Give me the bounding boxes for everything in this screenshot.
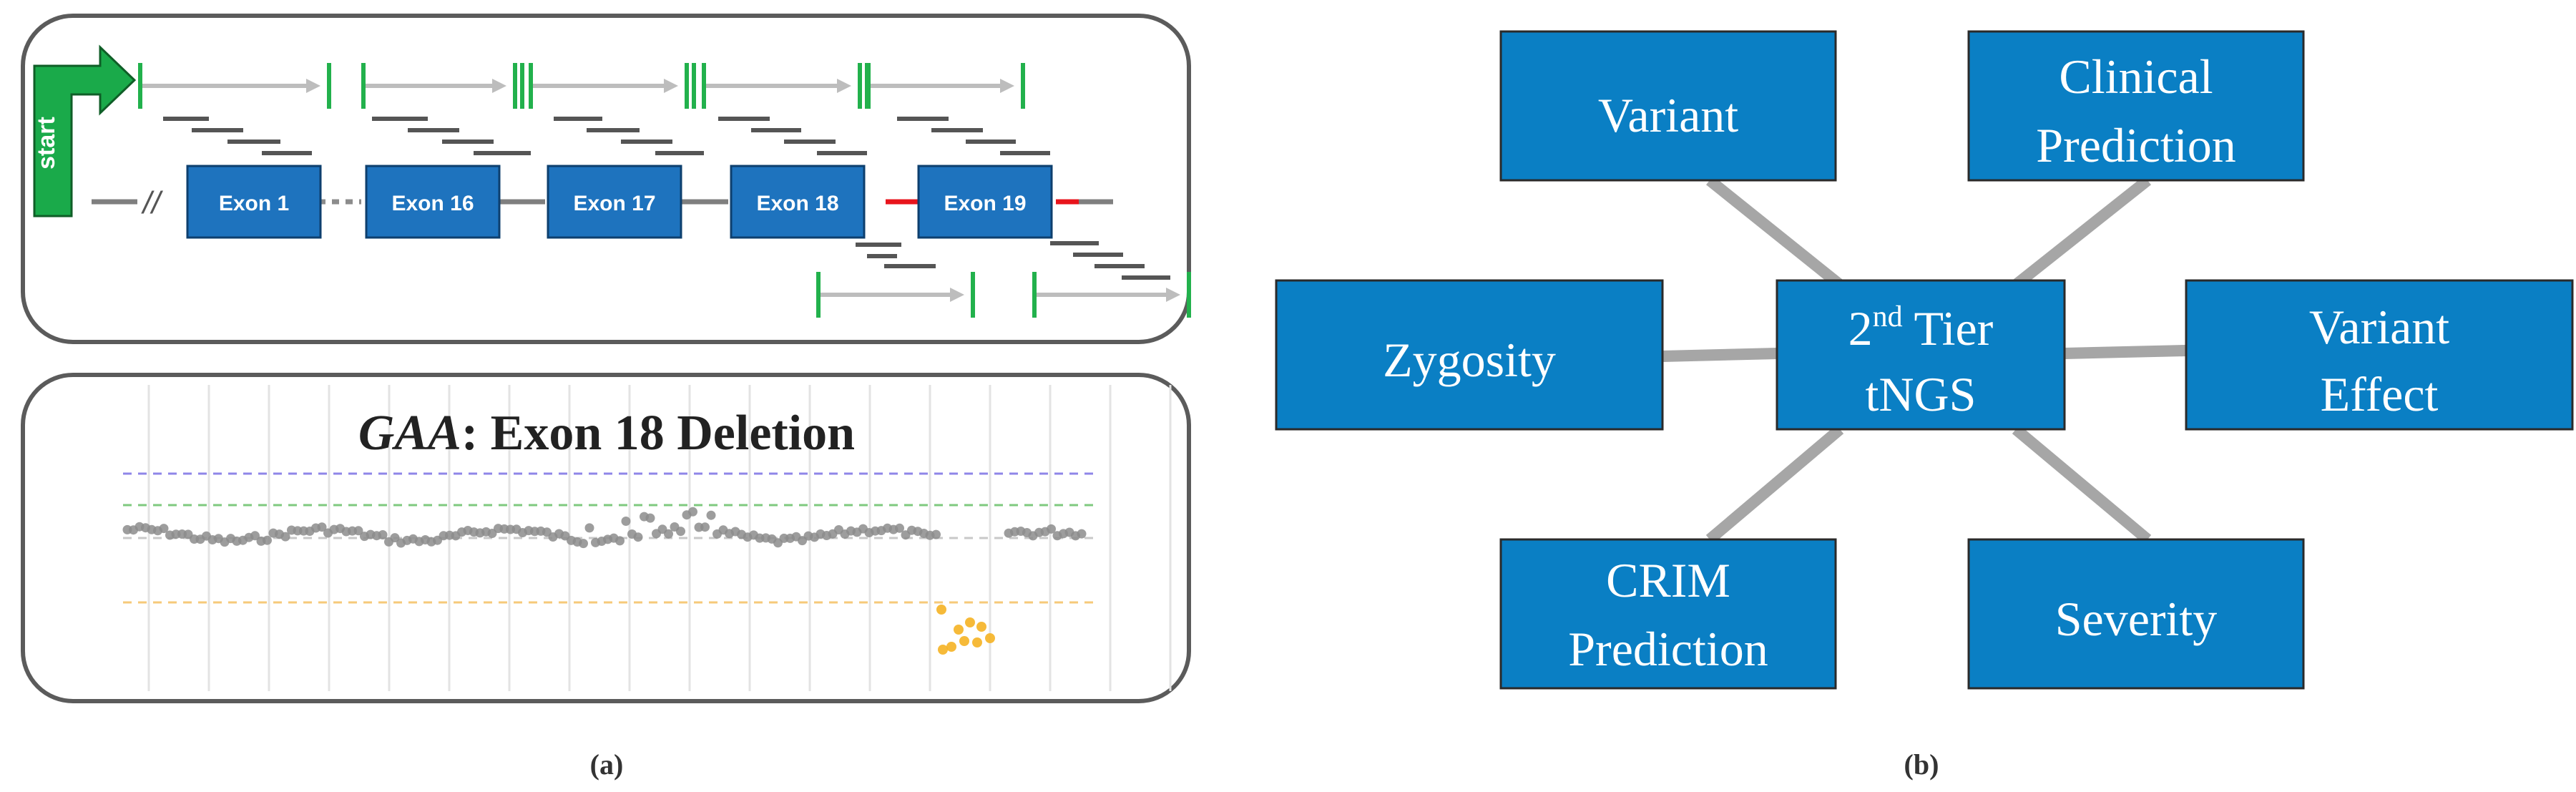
exon-box: Exon 18 (730, 165, 866, 239)
deleted-coverage-point (972, 637, 982, 647)
coverage-point (706, 510, 716, 520)
center-label-tier: Tier (1903, 301, 1994, 356)
connector-group (1662, 175, 2187, 544)
node-zygosity: Zygosity (1275, 279, 1664, 431)
coverage-point (633, 532, 643, 542)
node-label-line-2: Effect (2321, 367, 2439, 421)
exon-group: Exon 1 Exon 16 Exon 17 Exon 18 Exon 19 (186, 165, 1053, 239)
connector-zygosity (1662, 348, 1778, 362)
node-label-line-2: Prediction (1568, 622, 1768, 676)
amplicon-arrow (1032, 272, 1191, 318)
deleted-coverage-point (985, 633, 995, 643)
amplicon-arrow (529, 63, 696, 109)
caption-b: (b) (1904, 748, 1939, 781)
deleted-coverage-point (976, 622, 986, 632)
coverage-point (353, 526, 363, 536)
exon-label: Exon 1 (219, 192, 289, 215)
start-arrow: start (33, 44, 137, 217)
coverage-point (280, 532, 290, 542)
coverage-point (250, 531, 260, 541)
node-label-line-1: CRIM (1606, 553, 1730, 607)
plot-title: GAA: Exon 18 Deletion (358, 406, 855, 461)
exon-label: Exon 17 (573, 192, 655, 215)
coverage-point (317, 522, 327, 532)
coverage-point (615, 536, 625, 546)
center-label-number: 2 (1848, 301, 1873, 356)
exon-label: Exon 19 (944, 192, 1026, 215)
connector-severity (2012, 424, 2152, 544)
connector-variant (1705, 175, 1844, 290)
coverage-point (664, 529, 673, 539)
node-variant: Variant (1499, 30, 1837, 182)
plot-title-gene: GAA (358, 406, 461, 461)
node-clinical-prediction: Clinical Prediction (1967, 30, 2305, 182)
connector-crim-prediction (1705, 424, 1844, 544)
node-label-line-1: Clinical (2059, 49, 2213, 104)
exon-box: Exon 16 (365, 165, 501, 239)
coverage-point (621, 517, 631, 526)
coverage-points (122, 507, 1087, 655)
coverage-point (1047, 524, 1056, 534)
deleted-coverage-point (965, 617, 975, 627)
node-label: Zygosity (1383, 333, 1556, 387)
coverage-point (931, 529, 941, 539)
coverage-point (688, 507, 697, 517)
break-symbol: // (141, 185, 163, 220)
node-severity: Severity (1967, 538, 2305, 690)
coverage-point (263, 535, 272, 545)
node-crim-prediction: CRIM Prediction (1499, 538, 1837, 690)
exon-label: Exon 16 (391, 192, 474, 215)
deleted-coverage-point (959, 636, 969, 646)
coverage-point (584, 523, 594, 533)
coverage-point (700, 522, 710, 532)
connector-variant-effect (2064, 345, 2187, 359)
amplicon-arrow (866, 63, 1025, 109)
coverage-point (676, 527, 685, 537)
deleted-coverage-point (936, 605, 946, 615)
center-label-line-1: 2nd Tier (1848, 300, 1994, 356)
panel-b: Variant Clinical Prediction Zygosity 2nd… (1275, 30, 2574, 781)
amplicon-arrow (361, 63, 524, 109)
amplicon-arrow (816, 272, 975, 318)
node-label: Variant (1598, 88, 1738, 142)
center-label-sup: nd (1873, 300, 1903, 333)
amplicon-group (138, 63, 1191, 318)
coverage-point (1077, 529, 1087, 539)
coverage-point (390, 533, 400, 543)
coverage-point (895, 523, 904, 533)
plot-title-rest: : Exon 18 Deletion (461, 406, 855, 461)
deleted-coverage-point (954, 625, 964, 635)
node-label: Severity (2055, 592, 2218, 646)
read-group (163, 117, 1170, 280)
node-label-line-1: Variant (2309, 300, 2449, 354)
coverage-point (378, 530, 388, 539)
exon-box: Exon 17 (547, 165, 682, 239)
exon-box: Exon 1 (186, 165, 322, 239)
exon-label: Exon 18 (756, 192, 838, 215)
coverage-point (159, 524, 169, 534)
start-label: start (33, 117, 60, 170)
connector-clinical-prediction (2012, 175, 2151, 290)
node-label-line-2: Prediction (2036, 118, 2236, 172)
coverage-point (579, 539, 588, 549)
deleted-coverage-point (938, 645, 948, 655)
exon-box: Exon 19 (917, 165, 1053, 239)
node-center-tngs: 2nd Tier tNGS (1776, 279, 2066, 431)
amplicon-arrow (138, 63, 331, 109)
coverage-point (645, 513, 655, 523)
deleted-coverage-point (946, 642, 956, 652)
node-variant-effect: Variant Effect (2185, 279, 2574, 431)
caption-a: (a) (590, 748, 624, 781)
center-label-line-2: tNGS (1866, 367, 1977, 421)
